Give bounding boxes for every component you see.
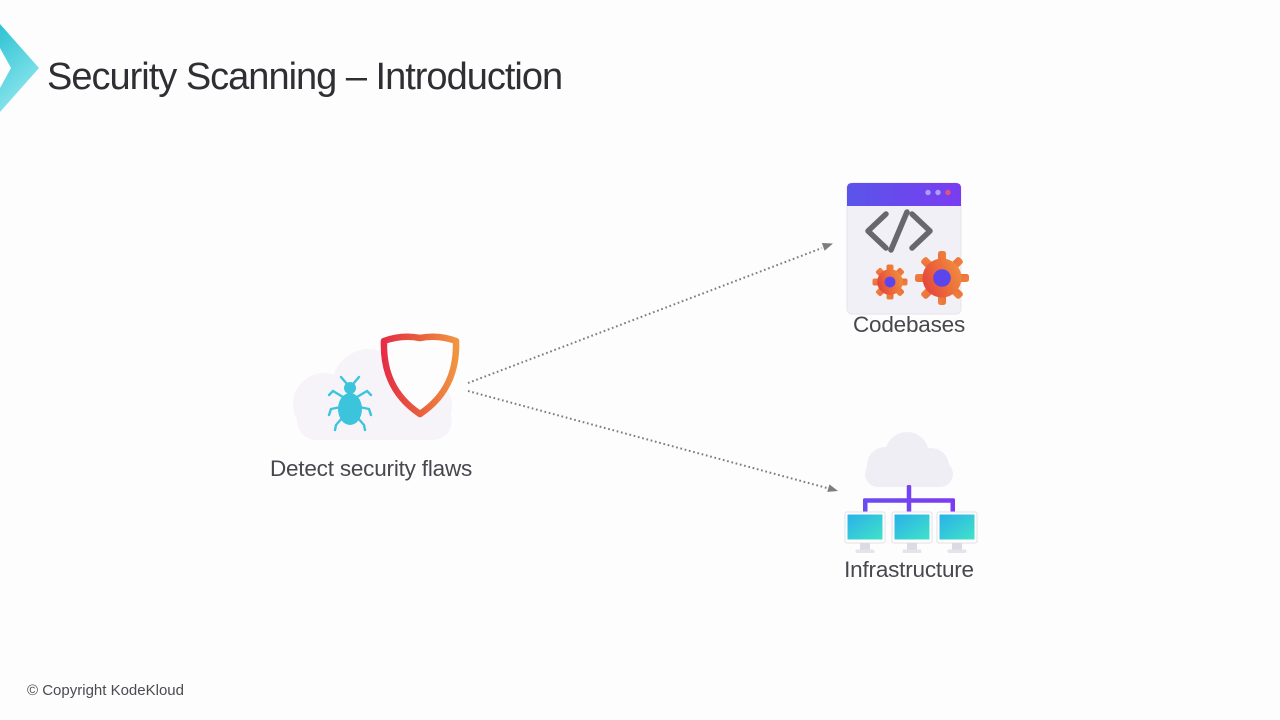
codebases-icon [846, 182, 969, 315]
network-lines [863, 485, 955, 513]
detect-label: Detect security flaws [269, 456, 473, 481]
monitor-icon-1 [844, 511, 886, 553]
infrastructure-label: Infrastructure [844, 557, 974, 582]
infrastructure-icon [844, 432, 978, 553]
browser-titlebar [847, 183, 961, 206]
cloud-icon-infra [865, 432, 953, 487]
kodekloud-logo-icon [0, 24, 39, 112]
gear-small-icon [872, 264, 908, 300]
gear-large-icon [915, 251, 969, 305]
titlebar-dots-icon [925, 189, 951, 196]
arrowhead-infrastructure [827, 484, 838, 492]
arrow-to-infrastructure [467, 390, 828, 489]
slide-title: Security Scanning – Introduction [47, 56, 563, 98]
security-scan-icon [293, 333, 460, 440]
codebases-label: Codebases [852, 312, 966, 337]
arrowhead-codebases [821, 243, 833, 251]
bug-icon [327, 375, 373, 432]
arrow-to-codebases [467, 247, 823, 384]
code-icon [865, 209, 933, 253]
monitor-icon-3 [936, 511, 978, 553]
shield-icon [380, 333, 460, 418]
monitor-icon-2 [891, 511, 933, 553]
copyright-text: © Copyright KodeKloud [27, 682, 184, 699]
